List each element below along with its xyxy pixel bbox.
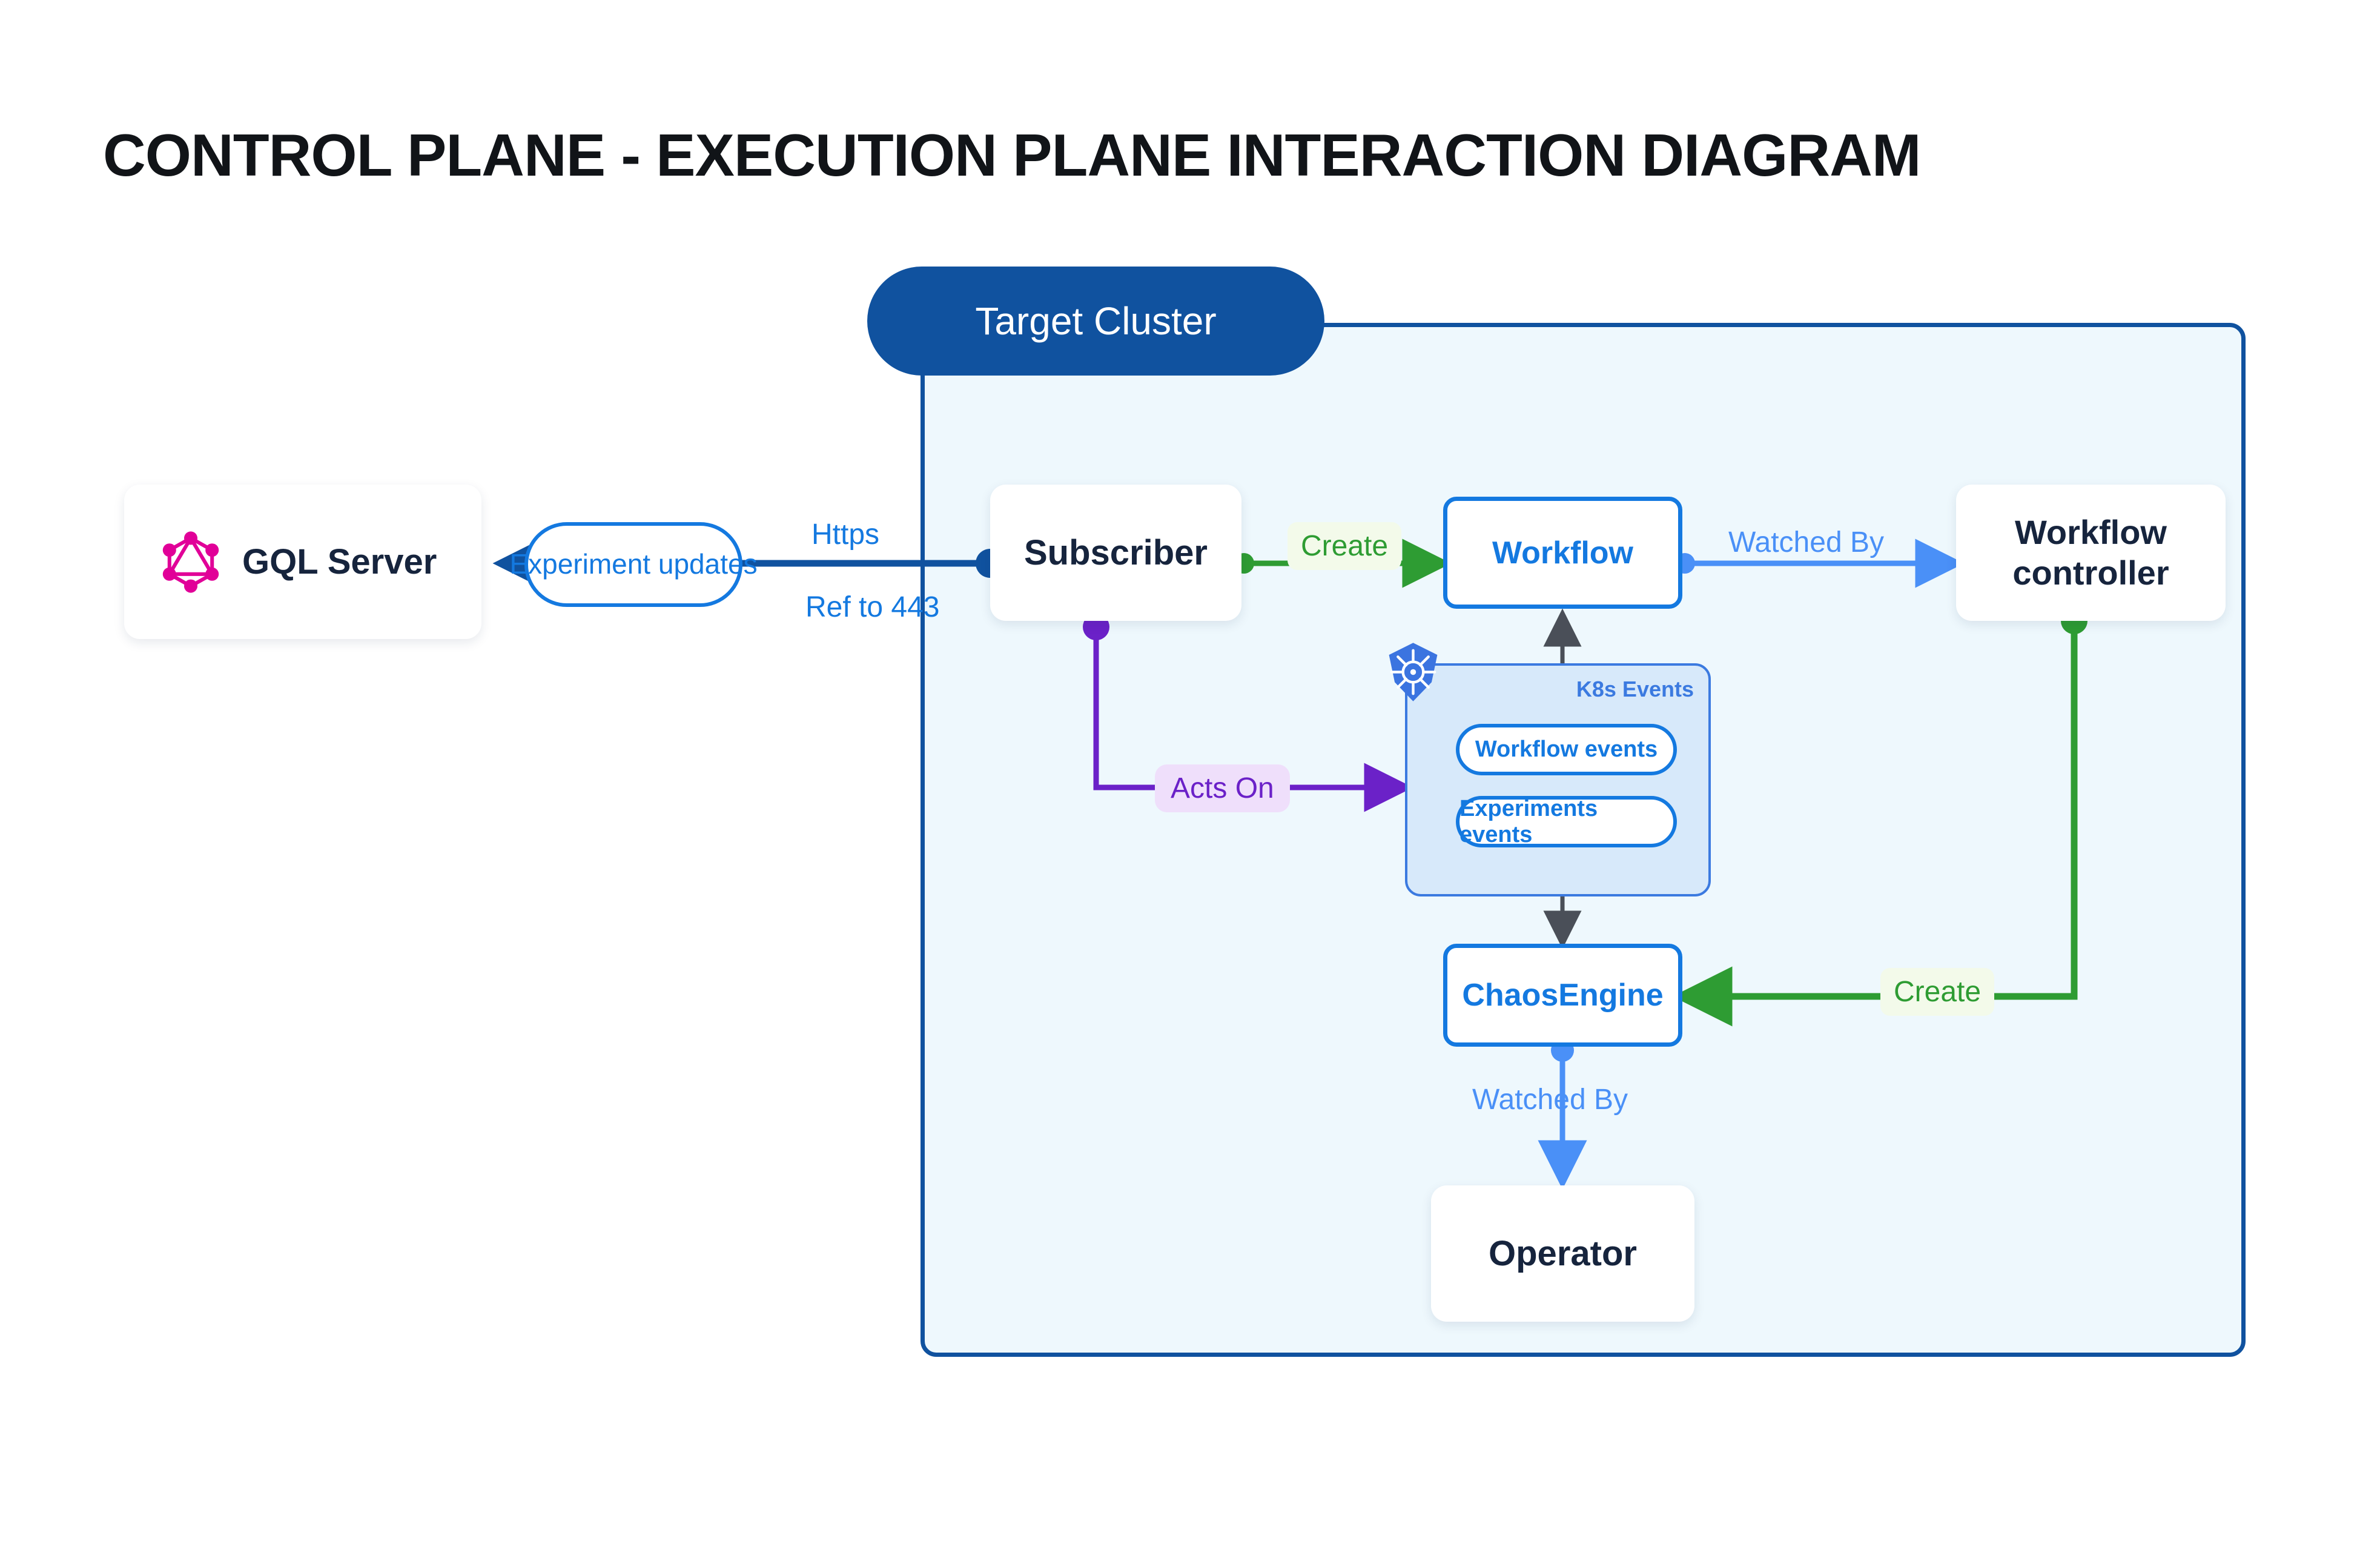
k8s-events-group: K8s Events Workflow events Experiments e… [1389,643,1711,896]
edge-controller-to-chaosengine [1672,608,2087,1027]
node-gql-server[interactable]: GQL Server [124,485,481,639]
edge-label-create-chaosengine: Create [1880,968,1995,1016]
kubernetes-helm-icon [1381,640,1445,704]
edge-label-watched-by-operator: Watched By [1472,1084,1628,1116]
edge-subscriber-to-k8s-events [1083,614,1413,812]
node-workflow[interactable]: Workflow [1443,497,1682,609]
edge-label-https: Https [812,519,880,551]
k8s-pill-workflow-events[interactable]: Workflow events [1456,724,1677,775]
graphql-logo-icon [157,529,224,595]
edge-label-ref-to-443: Ref to 443 [805,591,940,623]
k8s-events-group-label: K8s Events [1576,677,1694,701]
edge-label-create-workflow: Create [1288,522,1402,570]
edge-label-acts-on: Acts On [1155,764,1290,812]
node-operator[interactable]: Operator [1431,1185,1694,1322]
target-cluster-label: Target Cluster [867,267,1324,376]
node-gql-server-label: GQL Server [242,542,437,581]
node-subscriber[interactable]: Subscriber [990,485,1241,621]
edge-label-watched-by-controller: Watched By [1728,526,1884,558]
k8s-pill-experiments-events[interactable]: Experiments events [1456,796,1677,847]
edge-label-experiment-updates: Experiment updates [509,522,758,607]
node-chaosengine[interactable]: ChaosEngine [1443,944,1682,1047]
node-workflow-controller[interactable]: Workflow controller [1956,485,2226,621]
page-title: CONTROL PLANE - EXECUTION PLANE INTERACT… [103,122,1922,188]
